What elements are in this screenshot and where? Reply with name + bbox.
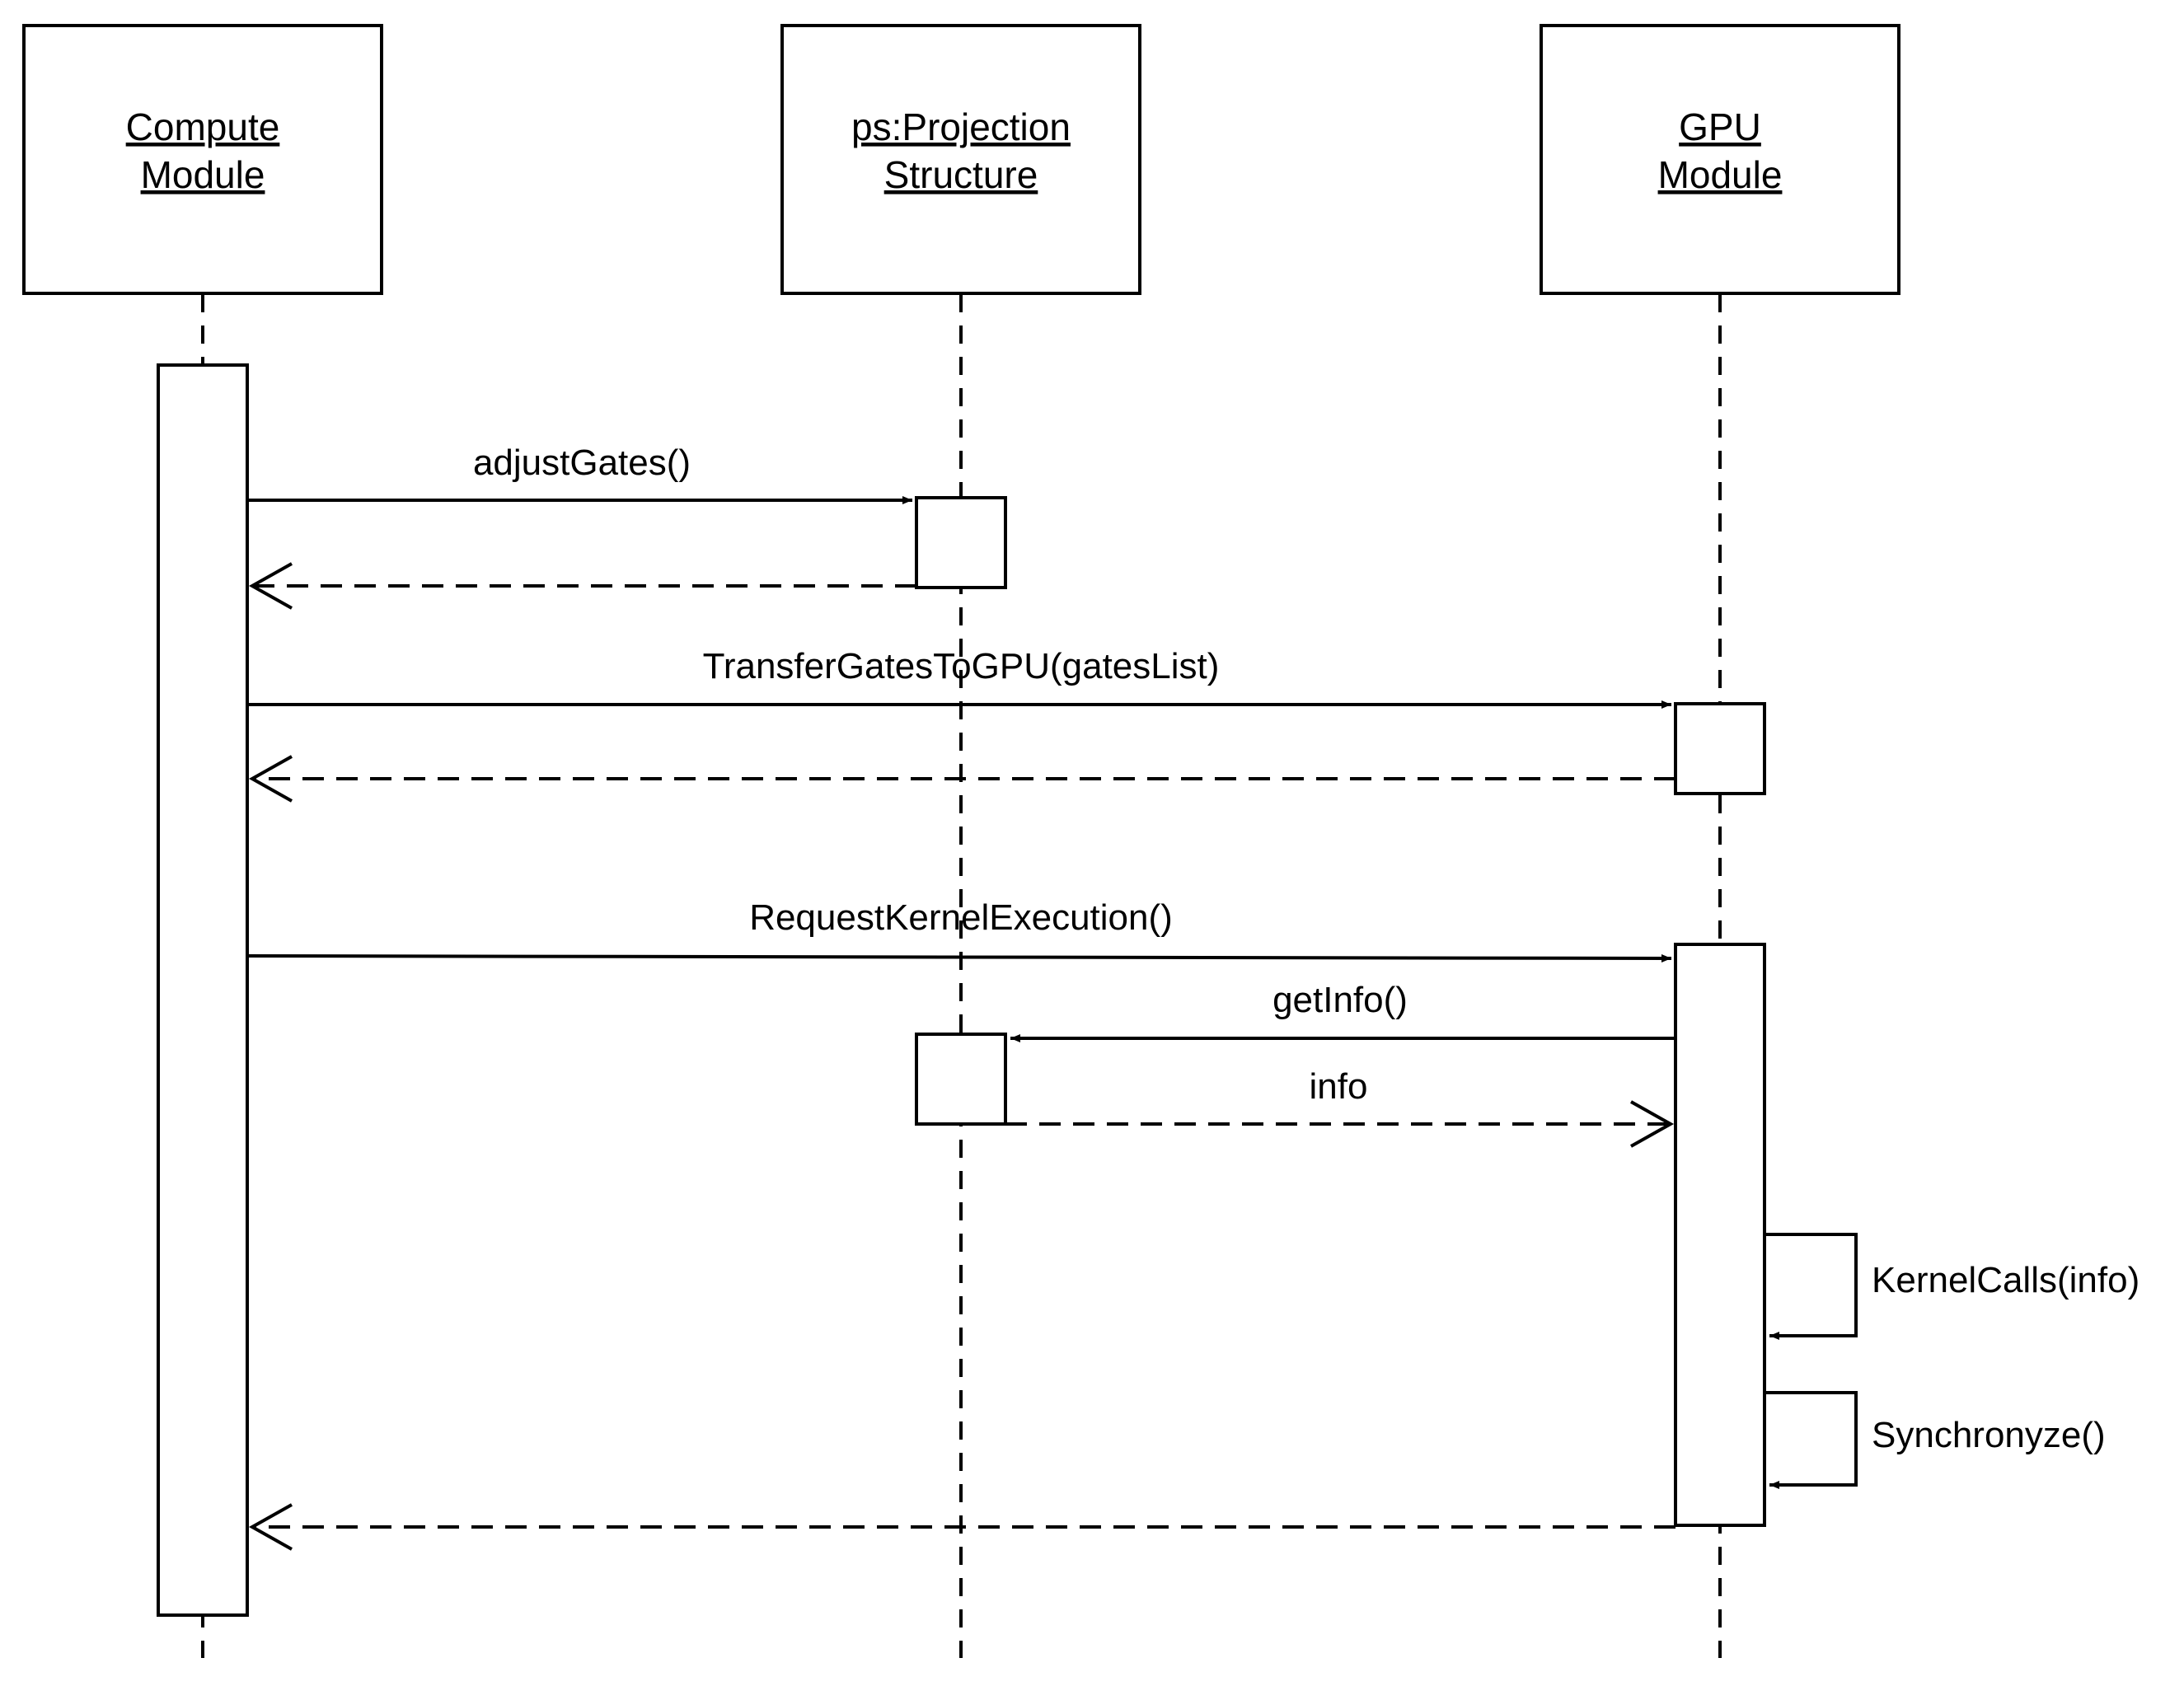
participant-box-compute-module[interactable]	[22, 24, 383, 295]
message-label-info: info	[1310, 1066, 1368, 1107]
participant-label-compute-line2: Module	[141, 153, 265, 196]
message-label-get-info: getInfo()	[1272, 980, 1408, 1020]
message-label-kernel-calls: KernelCalls(info)	[1872, 1260, 2139, 1300]
participant-label-projection-line1: ps:Projection	[851, 105, 1071, 148]
activation-compute-module	[157, 363, 249, 1617]
activation-gpu-kernel	[1674, 943, 1766, 1527]
message-label-adjust-gates: adjustGates()	[473, 443, 691, 483]
message-label-synchronize: Synchronyze()	[1872, 1415, 2106, 1455]
participant-label-compute-line1: Compute	[126, 105, 280, 148]
message-label-transfer-gates: TransferGatesToGPU(gatesList)	[703, 646, 1220, 686]
self-call-arrow-synchronize	[1765, 1391, 1858, 1489]
return-arrowhead-request-kernel	[248, 1503, 293, 1551]
message-arrow-request-kernel	[246, 953, 1672, 962]
self-call-arrow-kernel-calls	[1765, 1233, 1858, 1340]
participant-label-projection-line2: Structure	[884, 153, 1038, 196]
activation-projection-adjust	[915, 496, 1007, 589]
message-label-request-kernel: RequestKernelExecution()	[749, 897, 1173, 938]
activation-projection-getinfo	[915, 1033, 1007, 1126]
return-arrowhead-adjust-gates	[248, 562, 293, 610]
participant-box-projection-structure[interactable]	[780, 24, 1141, 295]
participant-label-gpu-line2: Module	[1658, 153, 1783, 196]
participant-label-gpu-line1: GPU	[1679, 105, 1761, 148]
activation-gpu-transfer	[1674, 702, 1766, 795]
return-arrowhead-info	[1630, 1100, 1675, 1148]
participant-box-gpu-module[interactable]	[1540, 24, 1900, 295]
return-arrowhead-transfer-gates	[248, 755, 293, 803]
